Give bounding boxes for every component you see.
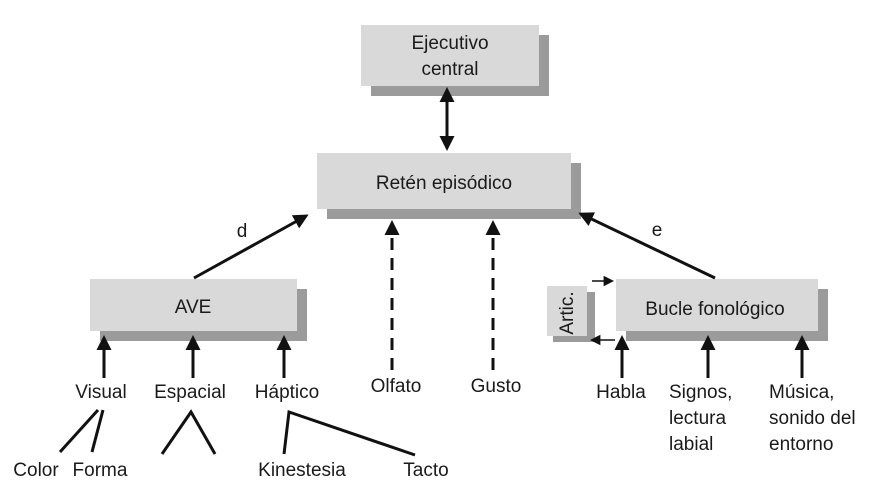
edge-label-d: d: [237, 221, 248, 242]
music-label-line1: Música,: [769, 382, 834, 403]
spatial-branches: [160, 409, 217, 455]
form-label: Forma: [73, 460, 128, 481]
executive-box: Ejecutivo central: [361, 25, 549, 96]
articulatory-label: Artic.: [557, 291, 578, 334]
signs-label-line1: Signos,: [669, 382, 732, 403]
episodic-buffer-box: Retén episódico: [317, 153, 581, 219]
phonological-loop-box: Bucle fonológico: [616, 279, 828, 341]
music-label-line2: sonido del: [769, 408, 856, 429]
executive-label-line1: Ejecutivo: [411, 33, 488, 54]
edge-label-e: e: [652, 220, 663, 241]
touch-label: Tacto: [403, 460, 448, 481]
smell-label: Olfato: [371, 376, 422, 397]
speech-label: Habla: [596, 382, 646, 403]
kinesthesia-label: Kinestesia: [258, 460, 346, 481]
episodic-buffer-label: Retén episódico: [376, 173, 512, 194]
haptic-label: Háptico: [255, 382, 319, 403]
signs-label-line3: labial: [669, 434, 713, 455]
taste-label: Gusto: [471, 376, 522, 397]
visual-form-branch: [90, 409, 105, 453]
haptic-branches: [282, 409, 416, 457]
signs-label-line2: lectura: [669, 408, 726, 429]
loop-to-buffer-arrow: [578, 212, 716, 280]
ave-to-buffer-arrow: [193, 214, 309, 280]
executive-label-line2: central: [421, 59, 478, 80]
visual-color-branch: [58, 408, 100, 454]
phonological-loop-label: Bucle fonológico: [645, 299, 784, 320]
spatial-label: Espacial: [154, 382, 226, 403]
ave-box: AVE: [90, 279, 307, 341]
articulatory-box: Artic.: [547, 286, 595, 342]
color-label: Color: [13, 460, 59, 481]
music-label-line3: entorno: [769, 434, 833, 455]
visual-label: Visual: [75, 382, 126, 403]
ave-label: AVE: [175, 297, 212, 318]
